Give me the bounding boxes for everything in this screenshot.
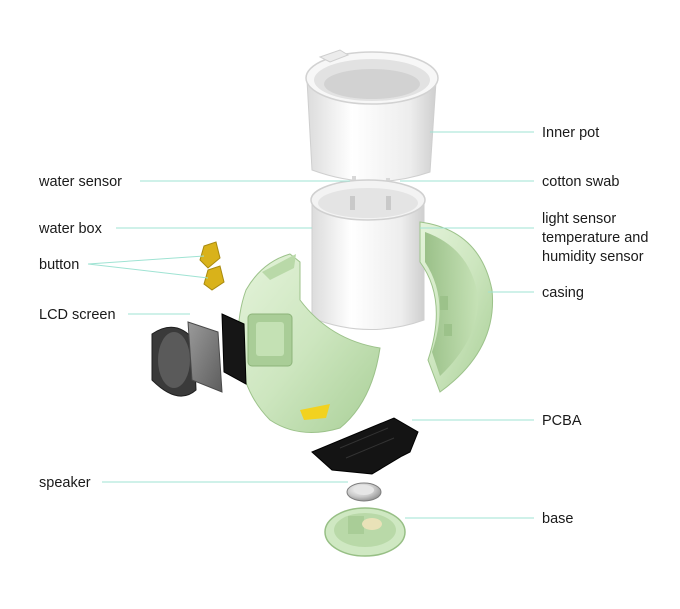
water-box-illustration	[310, 179, 426, 331]
speaker-illustration	[346, 482, 382, 502]
leader-lines	[87, 131, 534, 519]
label-humidity-sensor: humidity sensor	[542, 249, 644, 265]
label-pcba: PCBA	[542, 413, 582, 429]
leader-button-1	[87, 255, 205, 265]
label-temperature-and: temperature and	[542, 230, 648, 246]
label-water-box: water box	[38, 221, 103, 237]
label-light-sensor: light sensor	[542, 211, 616, 227]
casing-left-illustration	[237, 253, 381, 433]
base-illustration	[324, 507, 406, 557]
pcba-illustration	[311, 417, 419, 475]
label-water-sensor: water sensor	[38, 174, 122, 190]
buttons-illustration	[199, 241, 225, 291]
casing-right-illustration	[419, 221, 494, 393]
leader-button-2	[87, 263, 209, 279]
label-cotton-swab: cotton swab	[542, 174, 619, 190]
label-button: button	[39, 257, 79, 273]
label-speaker: speaker	[39, 475, 91, 491]
label-lcd-screen: LCD screen	[39, 307, 116, 323]
label-base: base	[542, 511, 573, 527]
label-casing: casing	[542, 285, 584, 301]
label-inner-pot: Inner pot	[542, 125, 599, 141]
lcd-screen-illustration	[151, 313, 247, 397]
